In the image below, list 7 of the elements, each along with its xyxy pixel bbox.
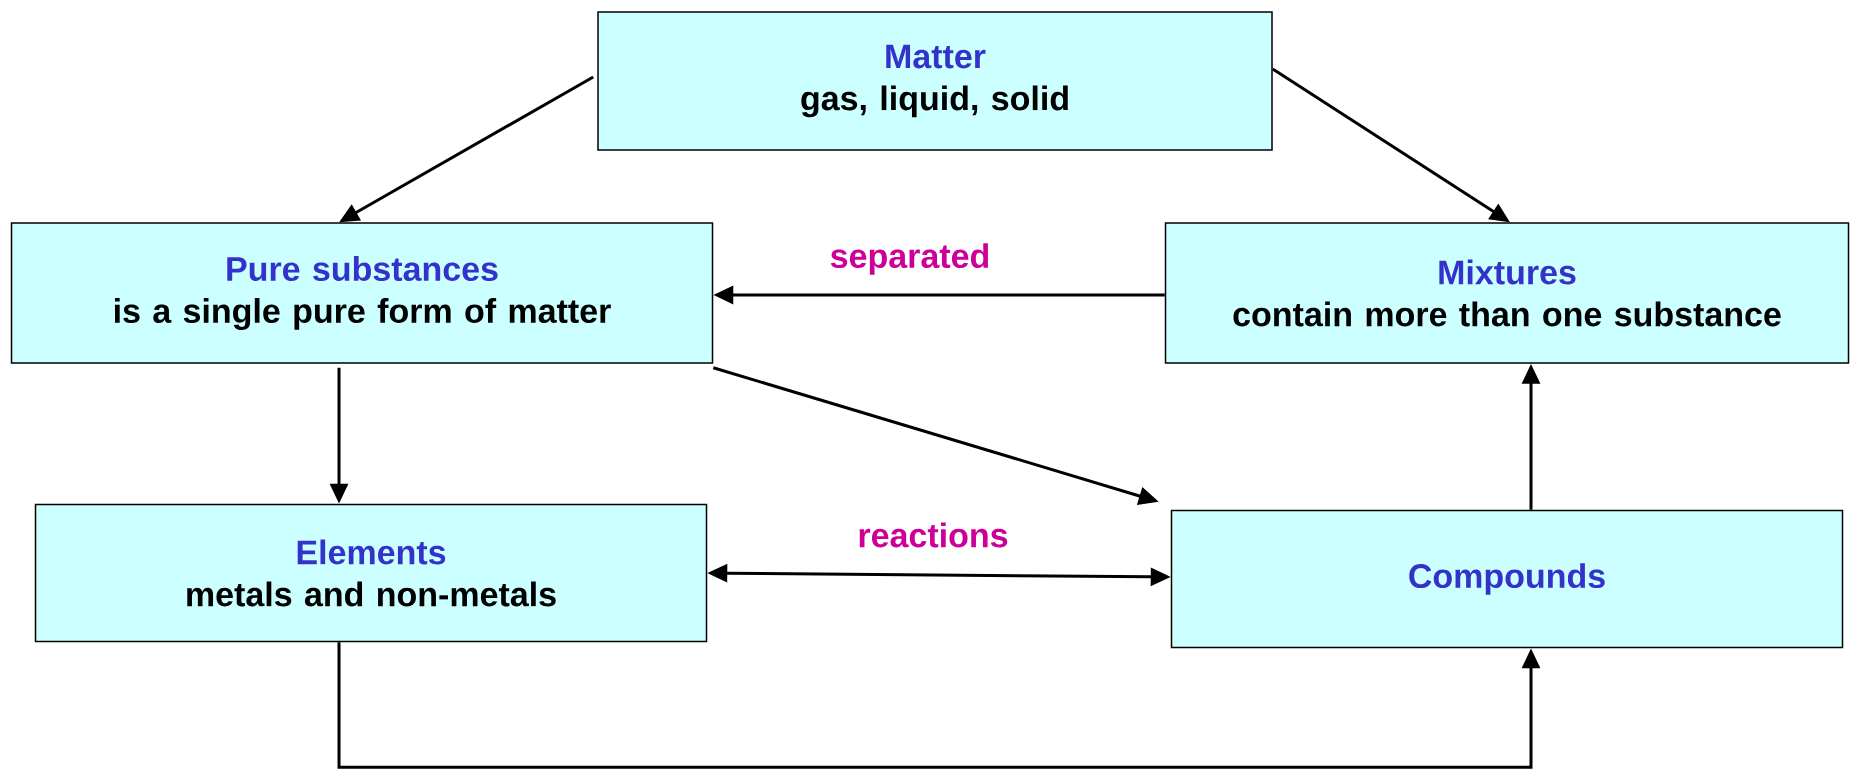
concept-box: Pure substances is a single pure form of matter bbox=[10, 222, 714, 364]
concept-box: Compounds bbox=[1170, 509, 1844, 649]
concept-box: Mixtures contain more than one substance bbox=[1164, 222, 1850, 364]
concept-box: Elements metals and non-metals bbox=[34, 503, 708, 643]
edge-label: reactions bbox=[855, 520, 1011, 550]
edge-label: separated bbox=[827, 241, 993, 277]
concept-box: Matter gas, liquid, solid bbox=[597, 11, 1273, 151]
